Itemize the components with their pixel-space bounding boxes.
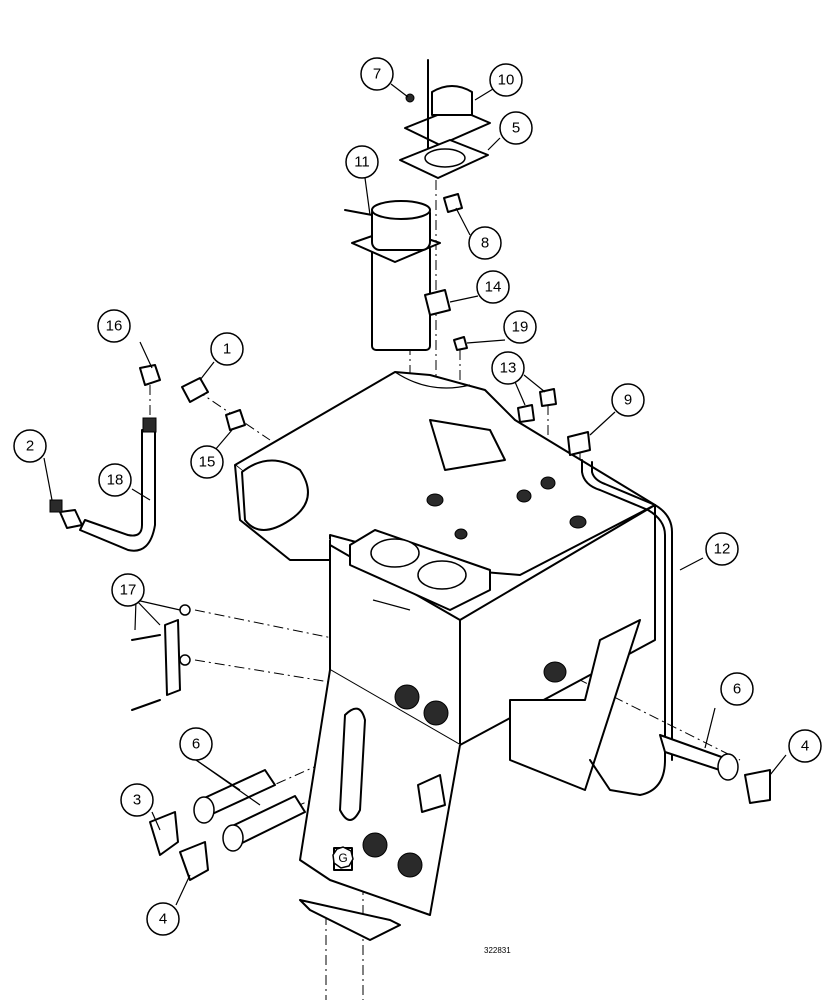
filter-housing (344, 200, 441, 351)
callout-label: 10 (498, 72, 515, 89)
callout-label: 7 (373, 66, 381, 83)
top-cover (399, 59, 491, 179)
callout-G: G (332, 846, 354, 869)
callout-8: 8 (468, 226, 502, 260)
callout-label: 5 (512, 120, 520, 137)
callout-9: 9 (611, 383, 645, 417)
callout-18: 18 (98, 463, 132, 497)
callout-label: 8 (481, 235, 489, 252)
callout-label: 3 (133, 792, 141, 809)
hose-assembly (49, 417, 157, 552)
callout-label: 12 (714, 541, 731, 558)
callout-label: 16 (106, 318, 123, 335)
callout-label: 6 (192, 736, 200, 753)
callout-4-left: 4 (146, 902, 180, 936)
callout-label: 11 (354, 154, 370, 171)
fittings (139, 93, 591, 456)
callout-10: 10 (489, 63, 523, 97)
callout-label: 6 (733, 681, 741, 698)
callout-label: 13 (500, 360, 517, 377)
callout-label: 17 (120, 582, 137, 599)
callout-6-left: 6 (179, 727, 213, 761)
return-tube (581, 459, 673, 796)
callout-19: 19 (503, 310, 537, 344)
callout-label: 18 (107, 472, 124, 489)
callout-1: 1 (210, 332, 244, 366)
callout-6-right: 6 (720, 672, 754, 706)
tank-frame (234, 371, 656, 746)
callout-11: 11 (345, 145, 379, 179)
callout-13: 13 (491, 351, 525, 385)
callout-3: 3 (120, 783, 154, 817)
callout-label: 15 (199, 454, 216, 471)
callout-15: 15 (190, 445, 224, 479)
callout-17: 17 (111, 573, 145, 607)
callout-label: 19 (512, 319, 529, 336)
callout-label: 14 (485, 279, 502, 296)
callout-14: 14 (476, 270, 510, 304)
callout-5: 5 (499, 111, 533, 145)
callout-label: G (338, 851, 347, 865)
callout-2: 2 (13, 429, 47, 463)
callout-label: 2 (26, 438, 34, 455)
callout-label: 9 (624, 392, 632, 409)
suction-tubes (149, 734, 771, 881)
callout-label: 1 (223, 341, 231, 358)
callout-12: 12 (705, 532, 739, 566)
callout-4-right: 4 (788, 729, 822, 763)
callout-7: 7 (360, 57, 394, 91)
clamp-bracket (131, 604, 191, 711)
callout-16: 16 (97, 309, 131, 343)
callout-label: 4 (801, 738, 809, 755)
leader-lines (43, 83, 787, 906)
drawing-number: 322831 (484, 946, 511, 955)
callout-label: 4 (159, 911, 167, 928)
